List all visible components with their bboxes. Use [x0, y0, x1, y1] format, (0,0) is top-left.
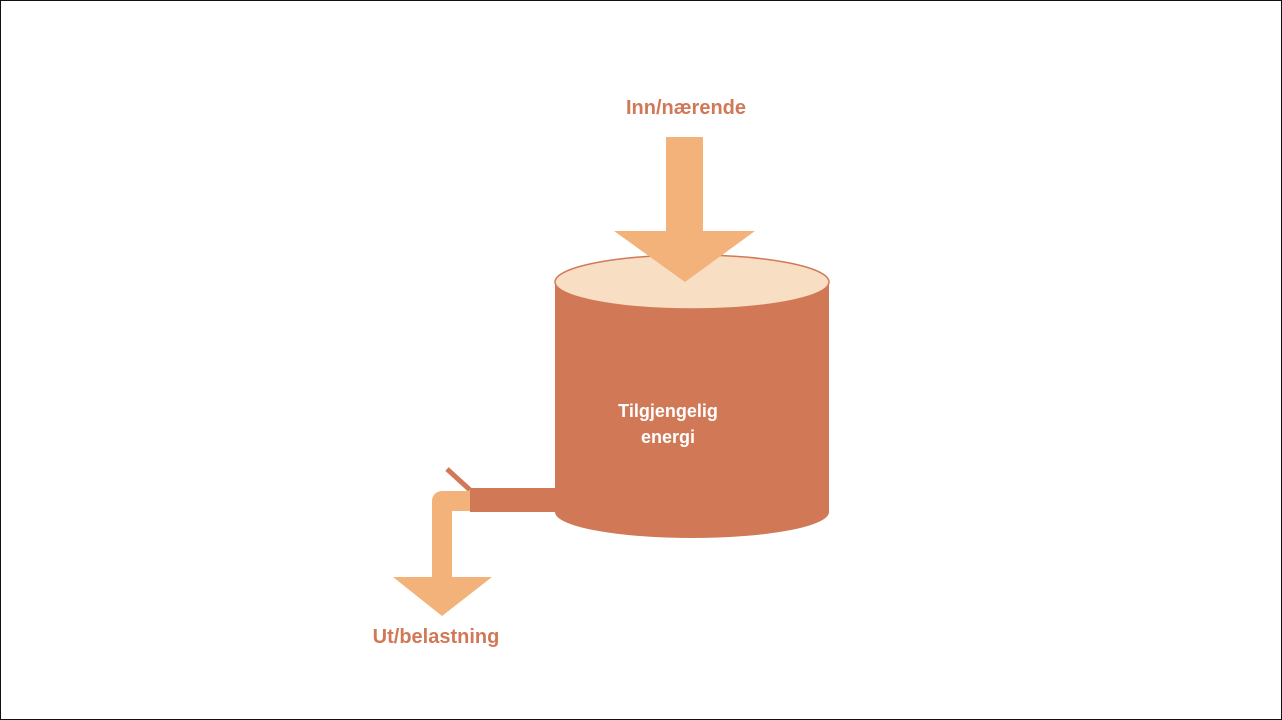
- tank-label-line1: Tilgjengelig: [618, 401, 718, 421]
- tank-label-line2: energi: [641, 427, 695, 447]
- valve-handle-icon: [445, 467, 472, 492]
- input-arrow: [614, 137, 755, 282]
- outlet-pipe: [445, 467, 557, 512]
- tank-body: [555, 282, 829, 538]
- output-arrow: [393, 490, 492, 616]
- input-label: Inn/nærende: [626, 97, 746, 119]
- energy-tank: [554, 254, 830, 538]
- output-label: Ut/belastning: [373, 626, 500, 648]
